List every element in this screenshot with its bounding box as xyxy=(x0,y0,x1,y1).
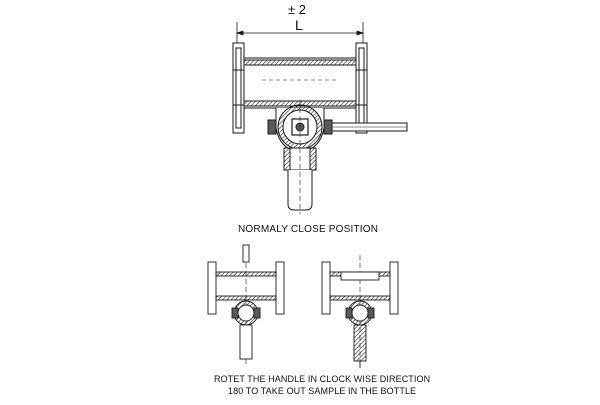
caption-instruction-line-1: ROTET THE HANDLE IN CLOCK WISE DIRECTION xyxy=(214,374,431,384)
left-flange xyxy=(232,42,245,134)
caption-instruction-line-2: 180 TO TAKE OUT SAMPLE IN THE BOTTLE xyxy=(228,386,417,396)
caption-normal-position: NORMALY CLOSE POSITION xyxy=(238,224,379,235)
main-valve-assembly xyxy=(232,42,408,214)
right-flange xyxy=(355,42,368,134)
dimension-label: L xyxy=(295,17,303,33)
dimension-tolerance: ± 2 xyxy=(288,2,306,17)
small-valve-right xyxy=(321,255,399,368)
sample-outlet xyxy=(283,100,317,214)
small-valve-left xyxy=(207,244,285,365)
valve-handle xyxy=(331,122,408,132)
